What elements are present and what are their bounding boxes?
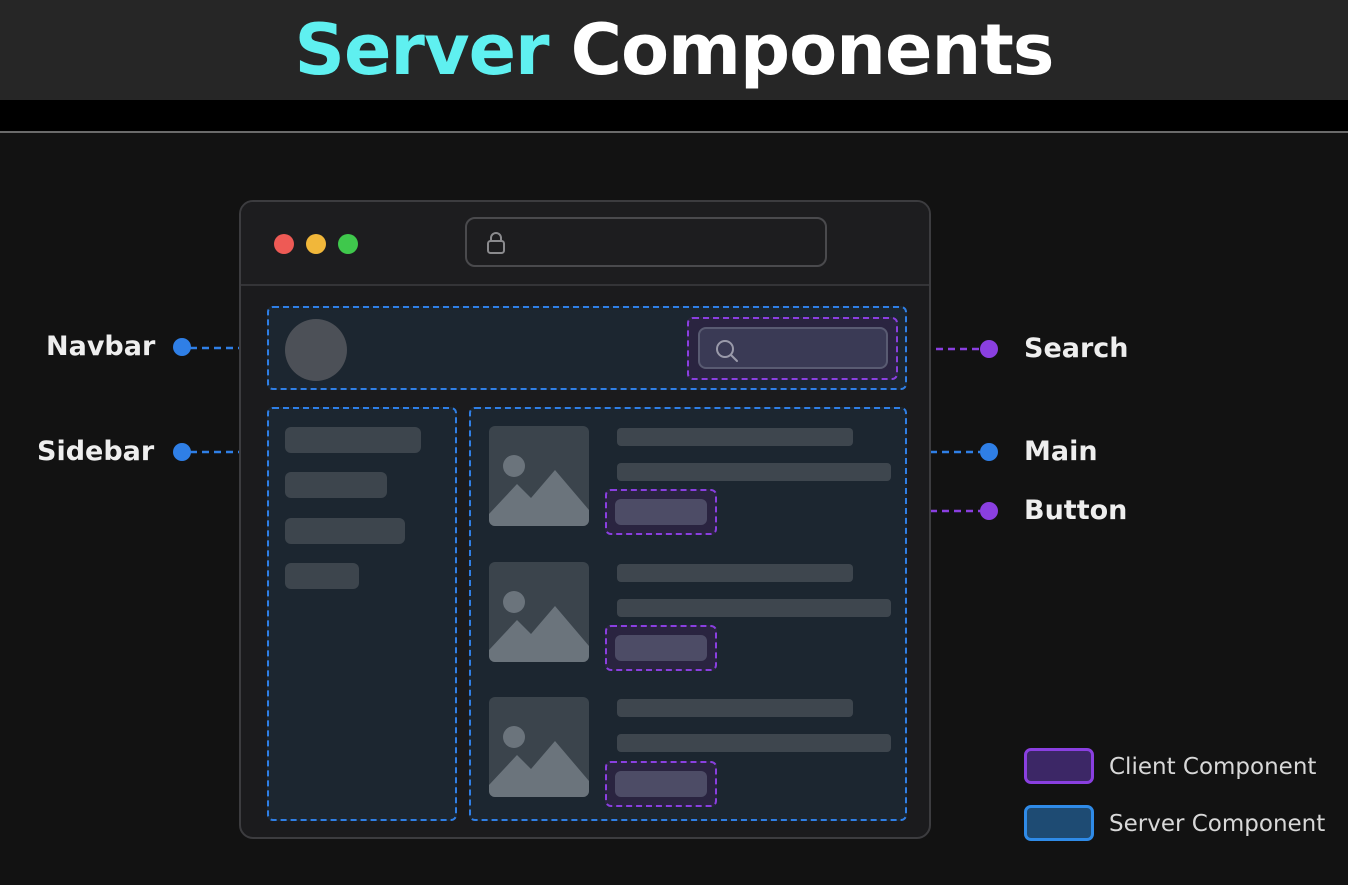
sidebar-region [267, 407, 457, 821]
divider [0, 131, 1348, 133]
search-icon [714, 338, 740, 368]
lock-icon [485, 231, 507, 259]
browser-window [239, 200, 931, 839]
sidebar-item [285, 472, 387, 498]
maximize-dot [338, 234, 358, 254]
close-dot [274, 234, 294, 254]
legend-client-swatch [1024, 748, 1094, 784]
sidebar-label: Sidebar [37, 436, 155, 467]
button-mock [615, 499, 707, 525]
title-accent: Server [294, 9, 550, 91]
image-placeholder-icon [489, 426, 589, 526]
main-region [469, 407, 907, 821]
navbar-region [267, 306, 907, 390]
sidebar-item [285, 518, 405, 544]
button-region [605, 625, 717, 671]
button-region [605, 761, 717, 807]
button-label: Button [1024, 495, 1128, 526]
sidebar-item [285, 427, 421, 453]
address-bar [465, 217, 827, 267]
avatar [285, 319, 347, 381]
button-region [605, 489, 717, 535]
button-mock [615, 635, 707, 661]
search-label: Search [1024, 333, 1129, 364]
text-line [617, 699, 853, 717]
legend-server-label: Server Component [1109, 811, 1326, 837]
image-placeholder-icon [489, 562, 589, 662]
legend-client-label: Client Component [1109, 754, 1317, 780]
text-line [617, 599, 891, 617]
text-line [617, 463, 891, 481]
sidebar-item [285, 563, 359, 589]
navbar-label: Navbar [46, 331, 156, 362]
minimize-dot [306, 234, 326, 254]
main-label: Main [1024, 436, 1098, 467]
text-line [617, 428, 853, 446]
search-region [687, 317, 898, 380]
window-header [241, 202, 929, 286]
legend-server-swatch [1024, 805, 1094, 841]
text-line [617, 564, 853, 582]
title-underband [0, 100, 1348, 131]
title-bar: Server Components [0, 0, 1348, 100]
button-mock [615, 771, 707, 797]
search-input-mock [698, 327, 888, 369]
image-placeholder-icon [489, 697, 589, 797]
title-rest: Components [570, 9, 1055, 91]
text-line [617, 734, 891, 752]
